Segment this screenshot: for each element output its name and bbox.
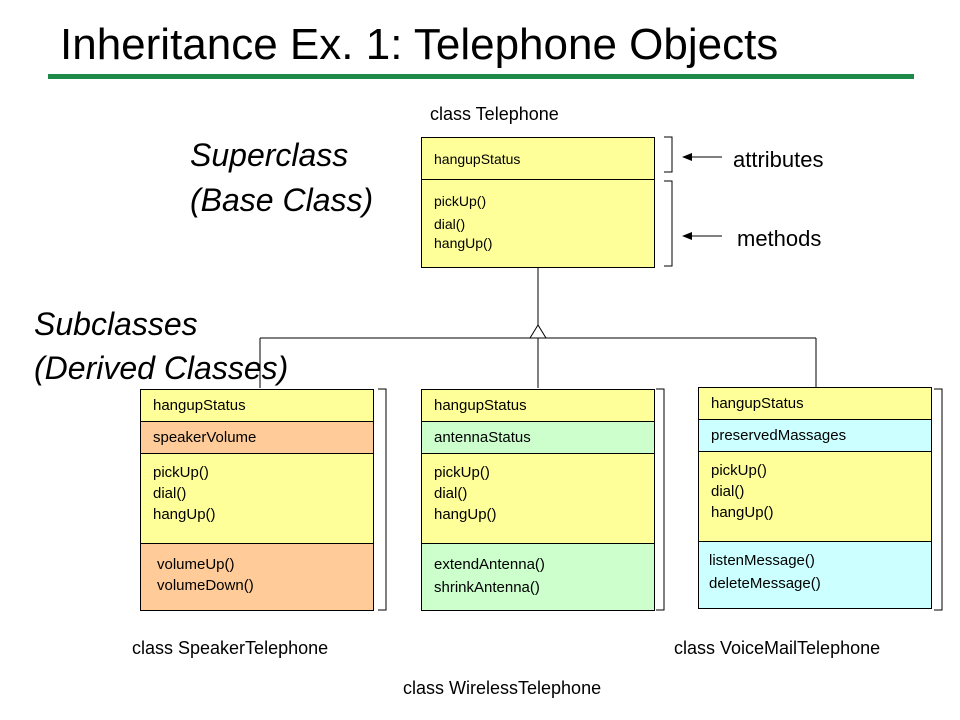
wireless-caption: class WirelessTelephone xyxy=(403,678,602,698)
telephone-method: pickUp() xyxy=(434,193,487,209)
speaker-bracket xyxy=(378,388,387,611)
voicemail-method: hangUp() xyxy=(711,504,774,521)
telephone-caption: class Telephone xyxy=(430,104,559,124)
speaker-new-attr: speakerVolume xyxy=(153,429,257,446)
speaker-new-method: volumeDown() xyxy=(157,577,254,594)
wireless-inherited-attr-box: hangupStatus xyxy=(421,389,655,422)
wireless-new-method: extendAntenna() xyxy=(434,556,545,573)
speaker-inherited-methods-box: pickUp() dial() hangUp() xyxy=(140,453,374,544)
voicemail-bracket xyxy=(934,388,943,611)
speaker-method: dial() xyxy=(153,485,187,502)
telephone-attributes-box: hangupStatus xyxy=(421,137,655,180)
methods-label: methods xyxy=(737,226,822,251)
voicemail-new-attr-box: preservedMassages xyxy=(698,419,932,452)
telephone-method: dial() xyxy=(434,216,466,232)
speaker-method: hangUp() xyxy=(153,506,216,523)
attr-bracket xyxy=(664,136,673,173)
telephone-attr: hangupStatus xyxy=(434,151,521,167)
wireless-new-method: shrinkAntenna() xyxy=(434,579,540,596)
inheritance-triangle xyxy=(529,324,547,339)
telephone-method: hangUp() xyxy=(434,235,493,251)
voicemail-new-methods-box: listenMessage() deleteMessage() xyxy=(698,541,932,609)
superclass-label: Superclass xyxy=(190,137,349,173)
telephone-methods-box: pickUp() dial() hangUp() xyxy=(421,179,655,268)
slide-title: Inheritance Ex. 1: Telephone Objects xyxy=(60,20,779,69)
method-bracket xyxy=(664,180,673,267)
wireless-new-methods-box: extendAntenna() shrinkAntenna() xyxy=(421,543,655,611)
voicemail-new-method: deleteMessage() xyxy=(709,575,821,592)
speaker-new-attr-box: speakerVolume xyxy=(140,421,374,454)
voicemail-inherited-attr: hangupStatus xyxy=(711,395,804,412)
attributes-label: attributes xyxy=(733,147,824,172)
method-arrowhead xyxy=(682,232,692,240)
wireless-new-attr-box: antennaStatus xyxy=(421,421,655,454)
wireless-new-attr: antennaStatus xyxy=(434,429,531,446)
speaker-caption: class SpeakerTelephone xyxy=(132,638,329,658)
wireless-method: pickUp() xyxy=(434,464,490,481)
speaker-new-method: volumeUp() xyxy=(157,556,235,573)
voicemail-new-attr: preservedMassages xyxy=(711,427,847,444)
speaker-new-methods-box: volumeUp() volumeDown() xyxy=(140,543,374,611)
voicemail-method: pickUp() xyxy=(711,462,767,479)
subclasses-label: Subclasses xyxy=(34,306,198,342)
derived-classes-label: (Derived Classes) xyxy=(34,350,289,386)
voicemail-caption: class VoiceMailTelephone xyxy=(674,638,881,658)
attr-arrowhead xyxy=(682,153,692,161)
wireless-inherited-methods-box: pickUp() dial() hangUp() xyxy=(421,453,655,544)
wireless-inherited-attr: hangupStatus xyxy=(434,397,527,414)
speaker-inherited-attr-box: hangupStatus xyxy=(140,389,374,422)
voicemail-method: dial() xyxy=(711,483,745,500)
speaker-inherited-attr: hangupStatus xyxy=(153,397,246,414)
speaker-method: pickUp() xyxy=(153,464,209,481)
title-underline xyxy=(48,74,914,79)
wireless-bracket xyxy=(656,388,665,611)
voicemail-inherited-methods-box: pickUp() dial() hangUp() xyxy=(698,451,932,542)
wireless-method: dial() xyxy=(434,485,468,502)
base-class-label: (Base Class) xyxy=(190,182,374,218)
voicemail-new-method: listenMessage() xyxy=(709,552,815,569)
wireless-method: hangUp() xyxy=(434,506,497,523)
voicemail-inherited-attr-box: hangupStatus xyxy=(698,387,932,420)
